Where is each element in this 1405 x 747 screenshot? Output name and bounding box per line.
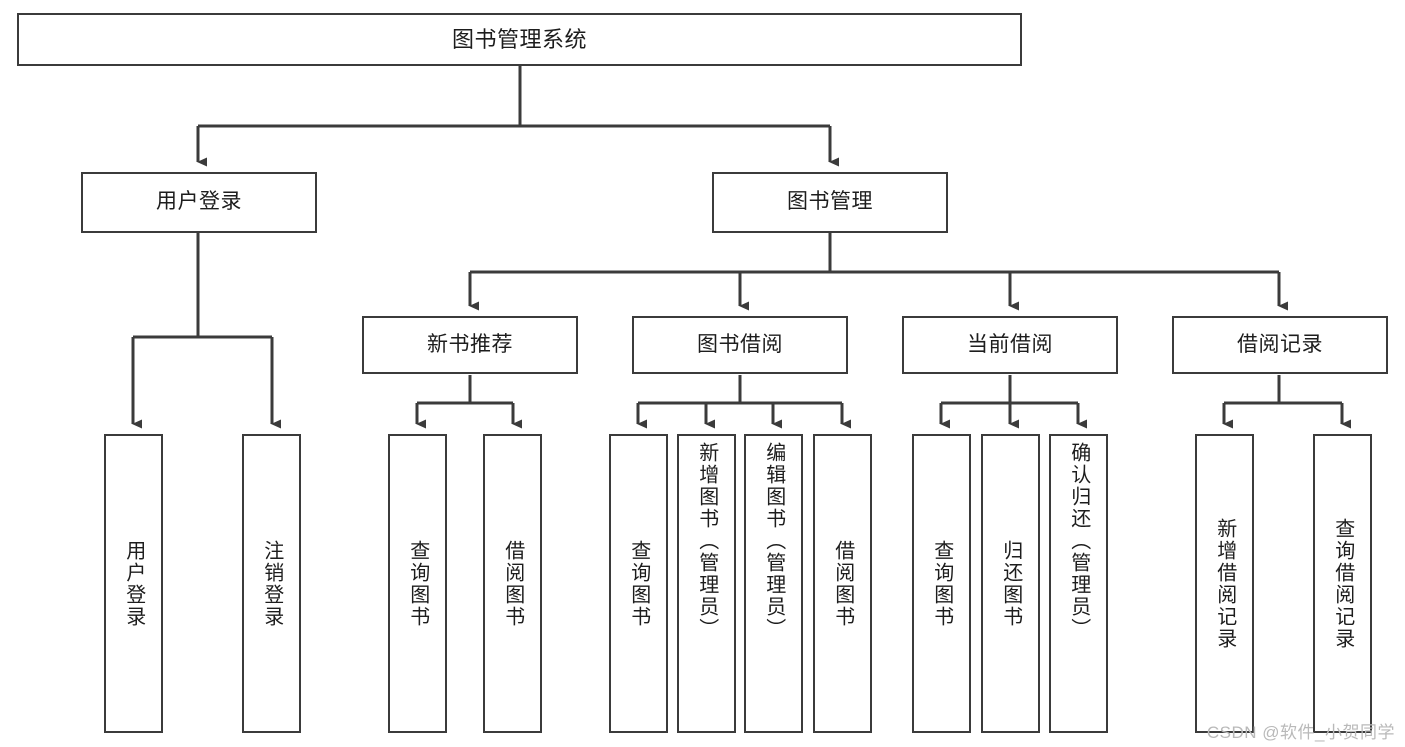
leaf-current-confirm-return-label: 确认归还（管理员） bbox=[1067, 442, 1090, 640]
leaf-borrow-borrow-book[interactable]: 借阅图书 bbox=[813, 434, 872, 733]
node-user-login[interactable]: 用户登录 bbox=[81, 172, 317, 233]
node-borrow-record[interactable]: 借阅记录 bbox=[1172, 316, 1388, 374]
leaf-current-query-book-label: 查询图书 bbox=[930, 539, 953, 628]
leaf-borrow-edit-book[interactable]: 编辑图书（管理员） bbox=[744, 434, 803, 733]
node-book-management[interactable]: 图书管理 bbox=[712, 172, 948, 233]
leaf-borrow-query-book-label: 查询图书 bbox=[627, 539, 650, 628]
node-new-book-recommend-label: 新书推荐 bbox=[427, 332, 513, 356]
leaf-borrow-borrow-book-label: 借阅图书 bbox=[831, 539, 854, 628]
node-new-book-recommend[interactable]: 新书推荐 bbox=[362, 316, 578, 374]
leaf-borrow-add-book[interactable]: 新增图书（管理员） bbox=[677, 434, 736, 733]
node-borrow-record-label: 借阅记录 bbox=[1237, 332, 1323, 356]
node-book-management-label: 图书管理 bbox=[787, 190, 873, 214]
node-current-borrow-label: 当前借阅 bbox=[967, 332, 1053, 356]
leaf-record-query[interactable]: 查询借阅记录 bbox=[1313, 434, 1372, 733]
node-current-borrow[interactable]: 当前借阅 bbox=[902, 316, 1118, 374]
leaf-borrow-edit-book-label: 编辑图书（管理员） bbox=[762, 442, 785, 640]
leaf-borrow-add-book-label: 新增图书（管理员） bbox=[695, 442, 718, 640]
node-root-label: 图书管理系统 bbox=[451, 26, 587, 52]
leaf-new-book-borrow[interactable]: 借阅图书 bbox=[483, 434, 542, 733]
node-root-system[interactable]: 图书管理系统 bbox=[17, 13, 1022, 66]
leaf-current-return-book-label: 归还图书 bbox=[999, 539, 1022, 628]
leaf-logout-login-label: 注销登录 bbox=[260, 539, 283, 628]
leaf-current-confirm-return[interactable]: 确认归还（管理员） bbox=[1049, 434, 1108, 733]
leaf-new-book-query[interactable]: 查询图书 bbox=[388, 434, 447, 733]
leaf-user-login-label: 用户登录 bbox=[122, 539, 145, 628]
leaf-current-query-book[interactable]: 查询图书 bbox=[912, 434, 971, 733]
csdn-watermark: CSDN @软件_小贺同学 bbox=[1206, 723, 1395, 742]
node-book-borrow-label: 图书借阅 bbox=[697, 332, 783, 356]
leaf-logout-login[interactable]: 注销登录 bbox=[242, 434, 301, 733]
leaf-record-query-label: 查询借阅记录 bbox=[1331, 517, 1354, 650]
leaf-borrow-query-book[interactable]: 查询图书 bbox=[609, 434, 668, 733]
leaf-current-return-book[interactable]: 归还图书 bbox=[981, 434, 1040, 733]
leaf-record-add-label: 新增借阅记录 bbox=[1213, 517, 1236, 650]
node-book-borrow[interactable]: 图书借阅 bbox=[632, 316, 848, 374]
leaf-user-login[interactable]: 用户登录 bbox=[104, 434, 163, 733]
leaf-record-add[interactable]: 新增借阅记录 bbox=[1195, 434, 1254, 733]
leaf-new-book-query-label: 查询图书 bbox=[406, 539, 429, 628]
leaf-new-book-borrow-label: 借阅图书 bbox=[501, 539, 524, 628]
node-user-login-label: 用户登录 bbox=[156, 190, 242, 214]
